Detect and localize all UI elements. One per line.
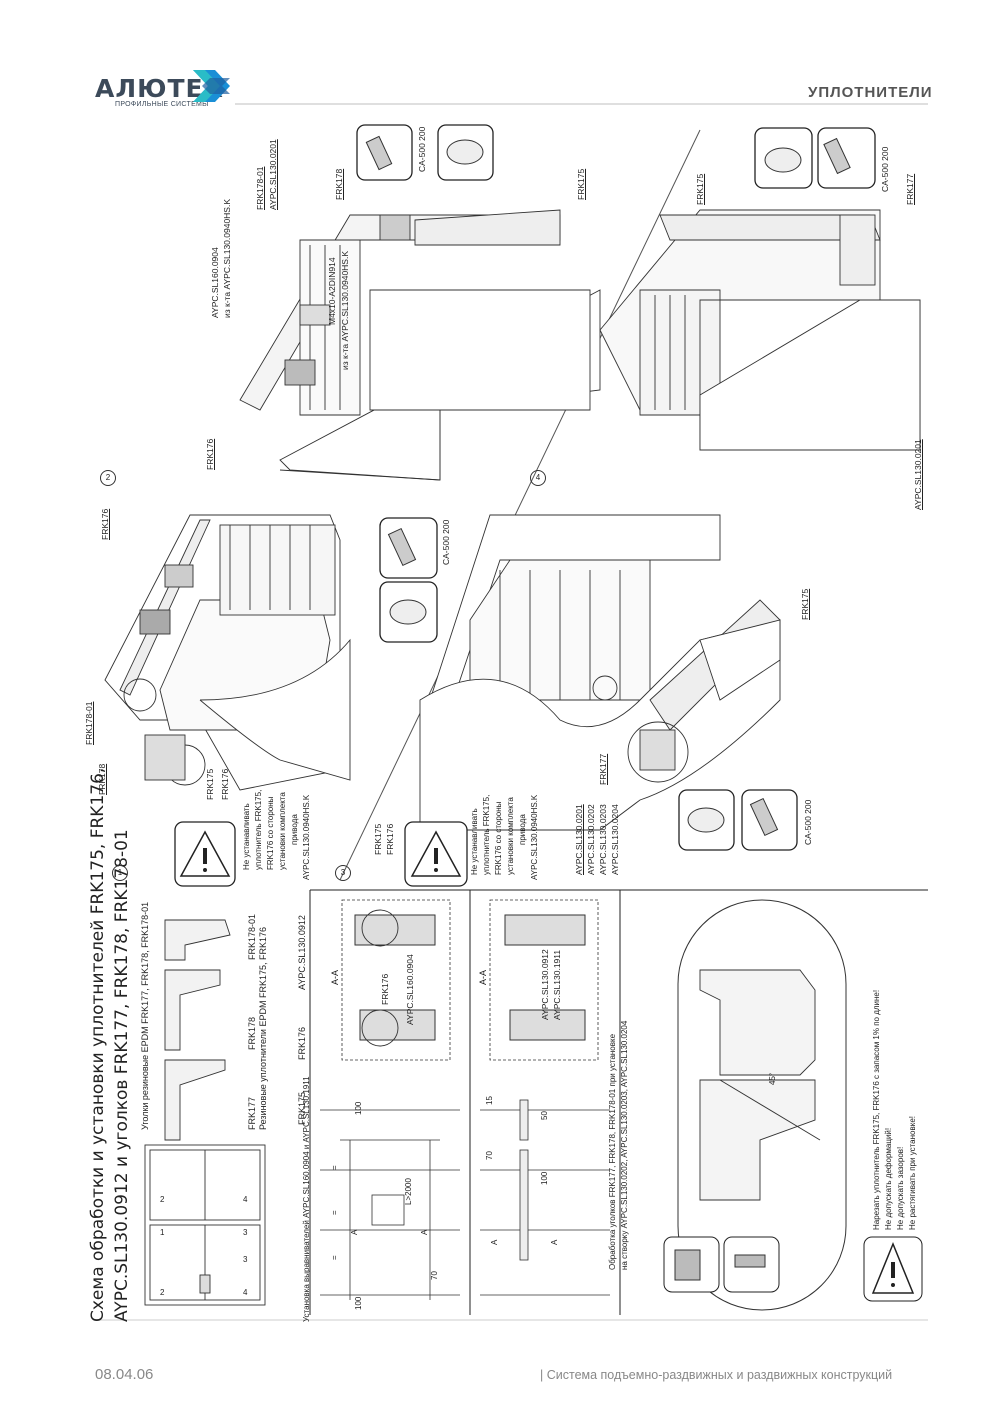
seals-caption: Резиновые уплотнители EPDM FRK175, FRK17… bbox=[258, 927, 268, 1130]
sec2-label: AYPC.SL130.1911 bbox=[552, 949, 562, 1020]
install-dim: 70 bbox=[430, 1271, 439, 1280]
section3-label: FRK175 bbox=[800, 588, 810, 620]
install-dim: = bbox=[330, 1210, 339, 1215]
section3-label: FRK175 bbox=[373, 823, 383, 855]
section-title: УПЛОТНИТЕЛИ bbox=[808, 84, 933, 101]
install-caption: Установка выравнивателей AYPC.SL160.0904… bbox=[302, 1076, 311, 1322]
section2-label: FRK178-01 bbox=[255, 166, 265, 210]
footer-system: | Система подъемно-раздвижных и раздвижн… bbox=[540, 1368, 893, 1382]
section-aa-2: А-А bbox=[478, 969, 488, 985]
window-cell: 2 bbox=[160, 1195, 165, 1204]
cut-dim: 45° bbox=[768, 1072, 777, 1085]
processing-caption-1: Обработка уголков FRK177, FRK178, FRK178… bbox=[608, 1033, 617, 1270]
section-aa-1: А-А bbox=[330, 969, 340, 985]
section2-label: FRK175 bbox=[576, 168, 586, 200]
section3-label: AYPC.SL130.0201 bbox=[574, 804, 584, 875]
label-brush: AYPC.SL130.0912 bbox=[297, 915, 307, 990]
section-letter: А bbox=[350, 1229, 359, 1235]
corners-caption: Уголки резиновые EPDM FRK177, FRK178, FR… bbox=[140, 901, 150, 1130]
section3-label: AYPC.SL130.0203 bbox=[598, 804, 608, 875]
sec2-label: AYPC.SL130.0912 bbox=[540, 949, 550, 1020]
install-dim: = bbox=[330, 1165, 339, 1170]
section3-tool: CA-500 200 bbox=[803, 799, 813, 845]
section4-tool: CA-500 200 bbox=[880, 146, 890, 192]
section2-label: из к-та AYPC.SL130.0940HS.K bbox=[222, 198, 232, 318]
section-letter: А bbox=[490, 1239, 499, 1245]
section2-label: FRK178 bbox=[334, 168, 344, 200]
window-cell: 3 bbox=[243, 1255, 248, 1264]
section4-label: AYPC.SL130.0201 bbox=[913, 439, 923, 510]
scheme-number-4: 4 bbox=[530, 470, 546, 486]
scheme-number-1: 1 bbox=[112, 865, 128, 881]
cut-note: Не допускать деформаций! bbox=[884, 1127, 893, 1230]
section1-label: FRK176 bbox=[220, 768, 230, 800]
section1-label: FRK178-01 bbox=[84, 701, 94, 745]
cut-note: Не допускать зазоров! bbox=[896, 1146, 905, 1230]
section1-label: FRK175 bbox=[205, 768, 215, 800]
section-letter: А bbox=[420, 1229, 429, 1235]
section3-label: FRK176 bbox=[385, 823, 395, 855]
section4-label: FRK175 bbox=[695, 173, 705, 205]
label-frk176: FRK176 bbox=[297, 1026, 307, 1060]
label-frk178: FRK178 bbox=[247, 1016, 257, 1050]
section2-label: из к-та AYPC.SL130.0940HS.K bbox=[340, 250, 350, 370]
footer-date: 08.04.06 bbox=[95, 1366, 154, 1383]
section2-label: AYPC.SL130.0201 bbox=[268, 139, 278, 210]
section3-label: FRK177 bbox=[598, 753, 608, 785]
sec1-label: FRK176 bbox=[380, 973, 390, 1005]
section3-label: AYPC.SL130.0204 bbox=[610, 804, 620, 875]
scheme-number-2: 2 bbox=[100, 470, 116, 486]
install-dim: 100 bbox=[354, 1296, 363, 1310]
install-dim: = bbox=[330, 1255, 339, 1260]
install-dim: 15 bbox=[485, 1096, 494, 1105]
section2-label: FRK176 bbox=[205, 438, 215, 470]
cut-note: Не растягивать при установке! bbox=[908, 1115, 917, 1230]
section2-label: AYPC.SL160.0904 bbox=[210, 247, 220, 318]
section1-label: FRK176 bbox=[100, 508, 110, 540]
scheme-number-3: 3 bbox=[335, 865, 351, 881]
install-dim: 70 bbox=[485, 1151, 494, 1160]
sec1-label: AYPC.SL160.0904 bbox=[405, 954, 415, 1025]
section1-tool: CA-500 200 bbox=[441, 519, 451, 565]
title-line1: Схема обработки и установки уплотнителей… bbox=[88, 767, 108, 1322]
processing-caption-2: на створку AYPC.SL130.0202, AYPC.SL130.0… bbox=[620, 1020, 629, 1270]
title-line2: AYPC.SL130.0912 и уголков FRK177, FRK178… bbox=[112, 829, 132, 1322]
window-cell: 1 bbox=[160, 1228, 165, 1237]
section2-label: M4x10-A2DIN914 bbox=[327, 257, 337, 325]
window-cell: 2 bbox=[160, 1288, 165, 1297]
section2-tool: CA-500 200 bbox=[417, 126, 427, 172]
section-letter: А bbox=[550, 1239, 559, 1245]
cut-note: Нарезать уплотнитель FRK175, FRK176 с за… bbox=[872, 989, 881, 1230]
install-dim: 50 bbox=[540, 1111, 549, 1120]
window-cell: 3 bbox=[243, 1228, 248, 1237]
window-cell: 4 bbox=[243, 1195, 248, 1204]
install-dim: L>2000 bbox=[404, 1178, 413, 1205]
label-frk178-01: FRK178-01 bbox=[247, 913, 257, 960]
section4-label: FRK177 bbox=[905, 173, 915, 205]
section1-label: FRK178 bbox=[97, 763, 107, 795]
logo-subtitle: ПРОФИЛЬНЫЕ СИСТЕМЫ bbox=[115, 101, 209, 108]
install-dim: 100 bbox=[354, 1101, 363, 1115]
section3-label: AYPC.SL130.0202 bbox=[586, 804, 596, 875]
window-cell: 4 bbox=[243, 1288, 248, 1297]
install-dim: 100 bbox=[540, 1171, 549, 1185]
label-frk177: FRK177 bbox=[247, 1096, 257, 1130]
